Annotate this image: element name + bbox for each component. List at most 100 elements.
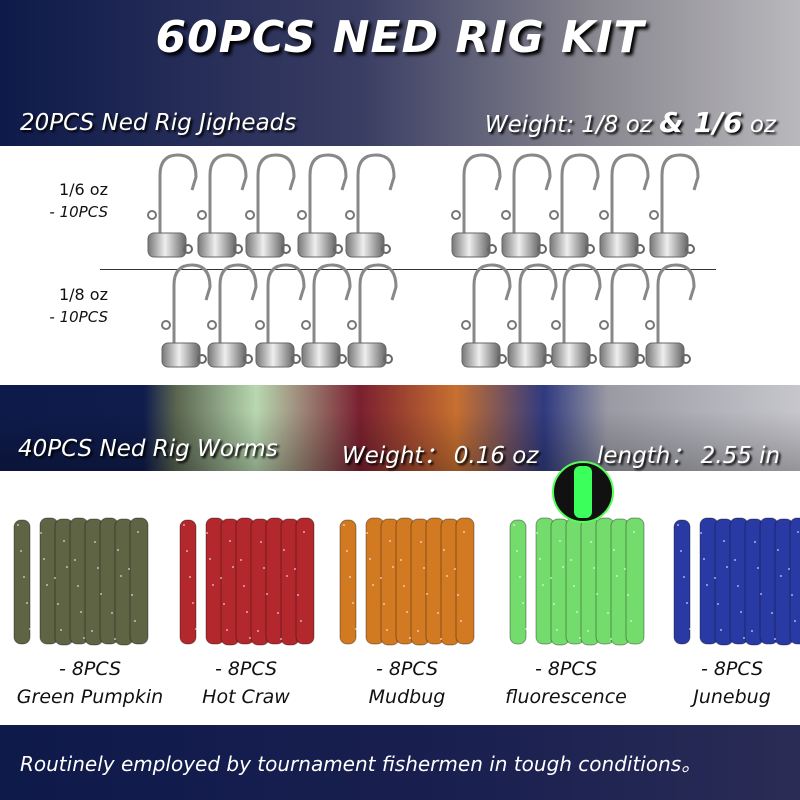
glitter	[372, 584, 374, 586]
glitter	[703, 558, 705, 560]
glitter	[457, 594, 459, 596]
glitter	[519, 576, 521, 578]
glitter	[206, 532, 208, 534]
ring-icon	[635, 354, 645, 364]
ring-icon	[233, 244, 243, 254]
worms-heading: 40PCS Ned Rig Worms	[18, 436, 278, 462]
worm	[295, 517, 315, 645]
glow-worm	[574, 466, 592, 518]
divider	[100, 269, 716, 270]
hook-icon	[560, 153, 600, 245]
glitter	[383, 603, 385, 605]
glitter	[94, 541, 96, 543]
glitter	[513, 524, 515, 526]
worm-name-3: fluorescence	[505, 686, 627, 708]
hook-icon	[256, 153, 296, 245]
glitter	[726, 566, 728, 568]
glitter	[203, 621, 205, 623]
glitter	[17, 524, 19, 526]
glitter	[780, 575, 782, 577]
glitter	[556, 629, 558, 631]
glitter	[57, 603, 59, 605]
glitter	[720, 629, 722, 631]
row2-count: - 10PCS	[49, 308, 108, 326]
glitter	[232, 566, 234, 568]
glitter	[460, 620, 462, 622]
glitter	[737, 585, 739, 587]
glitter	[346, 550, 348, 552]
glitter	[777, 549, 779, 551]
glitter	[751, 630, 753, 632]
glitter	[680, 550, 682, 552]
glitter	[454, 568, 456, 570]
glitter	[240, 559, 242, 561]
glitter	[426, 593, 428, 595]
glitter	[409, 637, 411, 639]
glitter	[117, 549, 119, 551]
worm-count-2: - 8PCS	[375, 658, 439, 680]
glitter	[257, 630, 259, 632]
glitter	[593, 567, 595, 569]
jigheads-heading: 20PCS Ned Rig Jigheads	[20, 110, 297, 136]
hook-icon	[512, 153, 552, 245]
glitter	[386, 629, 388, 631]
glitter	[283, 549, 285, 551]
glitter	[760, 593, 762, 595]
worm	[625, 517, 645, 645]
glitter	[380, 577, 382, 579]
eyelet-icon	[599, 210, 609, 220]
ring-icon	[635, 244, 645, 254]
ring-icon	[487, 244, 497, 254]
eyelet-icon	[147, 210, 157, 220]
hook-icon	[610, 263, 650, 355]
glitter	[263, 567, 265, 569]
worm	[129, 517, 149, 645]
worm	[455, 517, 475, 645]
weight-unit: oz	[749, 112, 776, 138]
glitter	[757, 567, 759, 569]
glitter	[209, 558, 211, 560]
eyelet-icon	[207, 320, 217, 330]
glitter	[54, 577, 56, 579]
glitter	[443, 549, 445, 551]
worm-name-2: Mudbug	[368, 686, 446, 708]
glitter	[630, 620, 632, 622]
ring-icon	[183, 244, 193, 254]
glitter	[610, 638, 612, 640]
glitter	[60, 629, 62, 631]
glitter	[134, 620, 136, 622]
glitter	[562, 566, 564, 568]
hook-icon	[308, 153, 348, 245]
glitter	[440, 638, 442, 640]
glitter	[624, 568, 626, 570]
glitter	[525, 628, 527, 630]
glitter	[303, 531, 305, 533]
eyelet-icon	[197, 210, 207, 220]
glitter	[613, 549, 615, 551]
hook-icon	[660, 153, 700, 245]
glitter	[579, 637, 581, 639]
glitter	[743, 637, 745, 639]
glitter	[740, 611, 742, 613]
glitter	[23, 576, 25, 578]
glitter	[297, 594, 299, 596]
ring-icon	[537, 244, 547, 254]
glitter	[771, 612, 773, 614]
glitter	[596, 593, 598, 595]
row2-weight: 1/8 oz	[58, 285, 108, 304]
glitter	[363, 621, 365, 623]
eyelet-icon	[255, 320, 265, 330]
glitter	[286, 575, 288, 577]
glitter	[349, 576, 351, 578]
glitter	[677, 524, 679, 526]
glitter	[100, 593, 102, 595]
footer-band	[0, 725, 800, 800]
glitter	[192, 602, 194, 604]
glitter	[369, 558, 371, 560]
glitter	[212, 584, 214, 586]
glitter	[343, 524, 345, 526]
glitter	[717, 603, 719, 605]
glitter	[791, 594, 793, 596]
page-title: 60PCS NED RIG KIT	[155, 12, 645, 63]
